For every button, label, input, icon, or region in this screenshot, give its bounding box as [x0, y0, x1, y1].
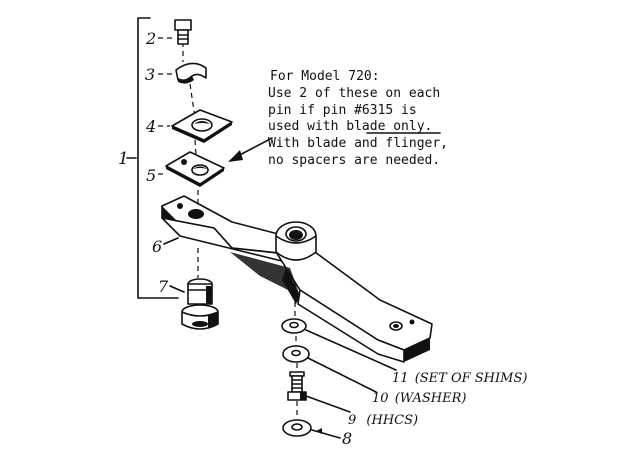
note-line: pin if pin #6315 is — [268, 103, 417, 118]
callout-4: 4 — [145, 117, 156, 136]
part-6-blade-arm — [161, 195, 433, 363]
axis-line — [194, 139, 197, 156]
arrowhead — [316, 428, 322, 434]
part-9-hhcs — [287, 371, 307, 401]
callout-2: 2 — [145, 29, 156, 48]
leader-line — [163, 237, 179, 245]
part-8-washer — [282, 419, 312, 437]
part-3-saddle — [175, 62, 207, 84]
callout-11: 11 (SET OF SHIMS) — [392, 371, 527, 386]
callout-8: 8 — [342, 429, 352, 448]
part-5-spacer — [165, 151, 225, 187]
leader-line — [169, 285, 185, 293]
callout-6: 6 — [152, 237, 162, 256]
note-line: used with blade only. — [268, 119, 432, 134]
assembly-bracket — [126, 17, 179, 299]
callout-7: 7 — [158, 277, 169, 296]
note-line: With blade and flinger, — [268, 136, 448, 151]
part-10-washer — [282, 345, 310, 363]
callout-9: 9 (HHCS) — [348, 413, 418, 428]
leader-line — [305, 395, 351, 413]
leader-line — [307, 357, 377, 393]
leader-line — [305, 329, 397, 371]
axis-line — [189, 83, 196, 119]
note-line: no spacers are needed. — [268, 153, 440, 168]
model-720-note: For Model 720: Use 2 of these on each pi… — [268, 69, 448, 168]
part-11-shim — [281, 318, 307, 334]
note-arrow — [228, 137, 273, 162]
note-line: Use 2 of these on each — [268, 86, 440, 101]
leader-line — [311, 429, 341, 439]
callout-3: 3 — [145, 65, 155, 84]
callout-1: 1 — [118, 149, 129, 169]
part-7-pin — [181, 278, 219, 330]
callout-10: 10 (WASHER) — [372, 391, 466, 406]
part-4-spacer — [171, 109, 233, 143]
callout-5: 5 — [146, 166, 156, 185]
part-2-bolt — [174, 19, 192, 45]
note-line: For Model 720: — [270, 69, 380, 84]
